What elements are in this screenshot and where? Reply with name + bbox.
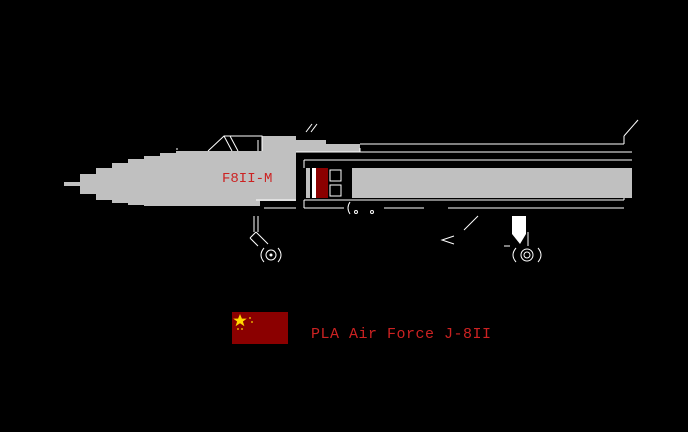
fuselage-marking: F8II-M (222, 171, 272, 187)
rear-fuselage-outline (296, 151, 632, 168)
intake-insignia (306, 168, 342, 198)
flag-star-icon (233, 314, 247, 327)
wing-marks (440, 215, 479, 245)
spine-and-tail (359, 119, 639, 152)
china-flag-icon (232, 312, 288, 344)
lower-outline (256, 198, 625, 209)
aircraft-caption: PLA Air Force J-8II (311, 326, 492, 343)
wheel-icon (520, 248, 534, 262)
canopy (176, 135, 263, 152)
wheel-icon (265, 249, 277, 261)
main-gear (504, 216, 542, 263)
antenna-marks (305, 123, 318, 133)
belly-pods (347, 201, 374, 215)
forward-fuselage (176, 136, 360, 201)
nose-gear (249, 216, 282, 263)
rear-fuselage (352, 168, 632, 198)
